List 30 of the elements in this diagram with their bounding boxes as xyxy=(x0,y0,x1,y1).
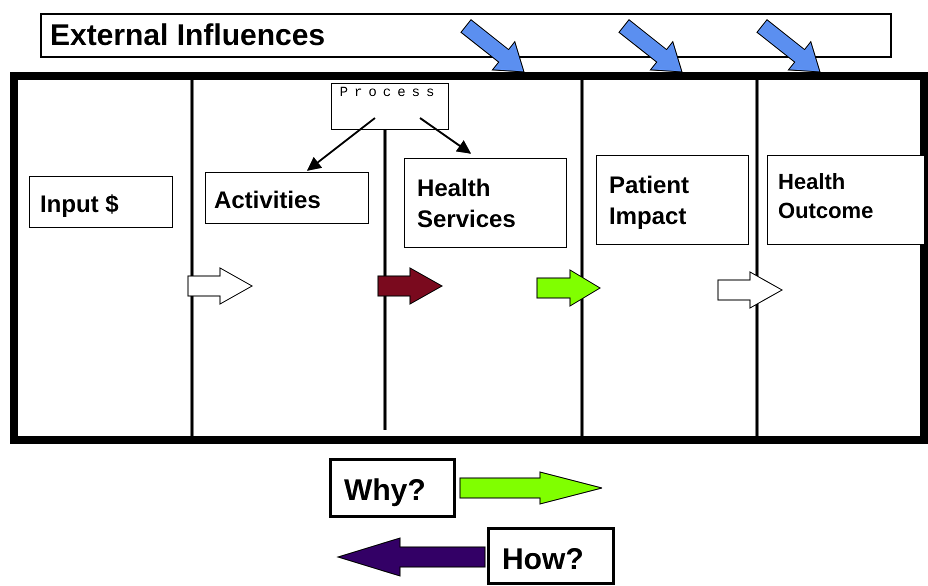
block-arrow xyxy=(718,271,784,309)
heading-text: External Influences xyxy=(50,18,326,54)
block-arrow xyxy=(536,269,601,307)
stage-box xyxy=(29,176,173,228)
block-arrow xyxy=(460,19,525,73)
question-box xyxy=(329,458,456,518)
node-label: Why? xyxy=(344,473,427,509)
arrow xyxy=(419,117,472,154)
node-label: Health Outcome xyxy=(778,168,874,225)
block-arrow xyxy=(336,537,486,577)
block-arrow xyxy=(756,19,821,73)
stage-box xyxy=(767,155,925,245)
block-arrow xyxy=(460,471,602,505)
node-label: Activities xyxy=(214,186,322,216)
process-box xyxy=(331,83,449,130)
node-label: Input $ xyxy=(40,190,120,220)
block-arrow xyxy=(188,267,254,305)
node-label: How? xyxy=(502,542,585,578)
arrow xyxy=(306,117,376,171)
stage-box xyxy=(596,155,749,245)
question-box xyxy=(487,527,615,585)
frame-box xyxy=(10,72,928,444)
block-arrow xyxy=(618,19,683,73)
stage-box xyxy=(205,172,369,224)
node-label: Patient Impact xyxy=(609,171,690,232)
heading-band xyxy=(40,13,892,58)
node-label: Process xyxy=(338,84,442,103)
block-arrow xyxy=(378,267,444,305)
node-label: Health Services xyxy=(417,174,517,236)
stage-box xyxy=(404,158,567,248)
